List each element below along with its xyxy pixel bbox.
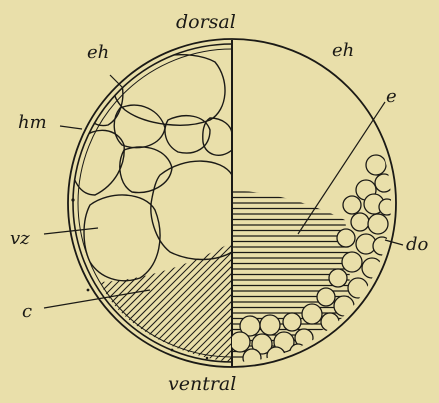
label-c: c [22, 301, 32, 322]
label-eh-right: eh [332, 40, 354, 61]
small-cell [337, 229, 355, 247]
small-cell [348, 278, 368, 298]
small-cell [366, 155, 386, 175]
label-e: e [386, 86, 397, 107]
small-cell [343, 196, 361, 214]
small-cell [321, 313, 339, 331]
small-cell [379, 199, 395, 215]
label-hm: hm [18, 112, 47, 133]
small-cell [283, 313, 301, 331]
label-vz: vz [10, 228, 30, 249]
small-cell [302, 304, 322, 324]
small-cell [351, 213, 369, 231]
small-cell [260, 315, 280, 335]
small-cell [375, 174, 393, 192]
hatch-line [433, 220, 439, 380]
right-small-cells [230, 155, 395, 367]
label-eh-left: eh [87, 42, 109, 63]
small-cell [342, 252, 362, 272]
small-cell [334, 296, 354, 316]
small-cell [317, 288, 335, 306]
left-cells [72, 55, 232, 281]
label-do: do [406, 234, 429, 255]
small-cell [230, 332, 250, 352]
small-cell [290, 344, 306, 360]
small-cell [368, 214, 388, 234]
label-ventral: ventral [168, 373, 236, 395]
label-dorsal: dorsal [176, 11, 236, 33]
small-cell [329, 269, 347, 287]
